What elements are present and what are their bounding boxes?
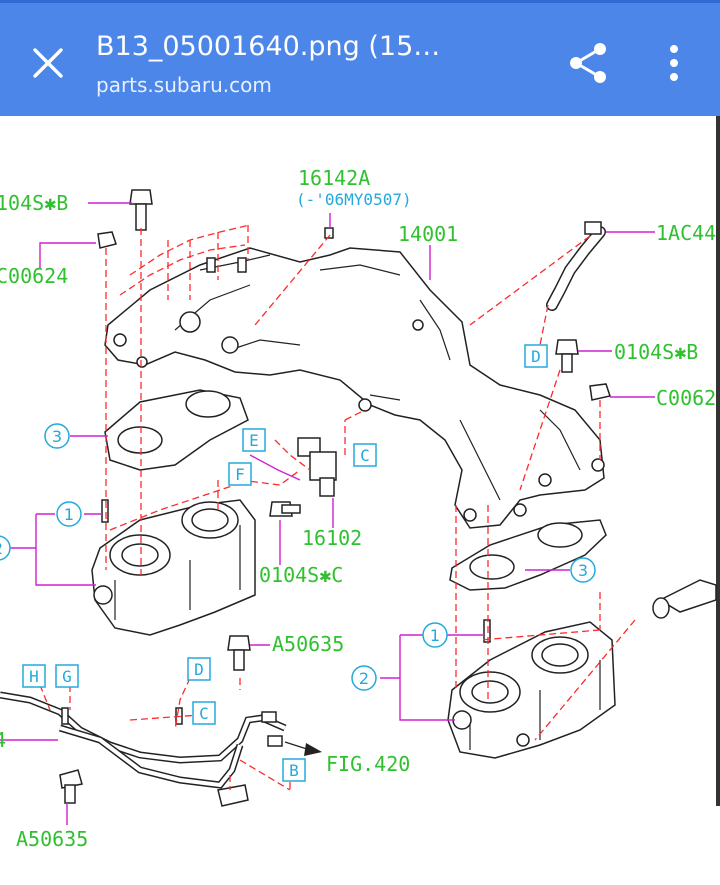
label-c00624-left: C00624 <box>0 264 68 288</box>
label-16102: 16102 <box>302 526 362 550</box>
callout-h: H <box>29 667 39 686</box>
injector-right <box>652 579 717 619</box>
label-c0062-right: C0062 <box>656 386 716 410</box>
close-icon <box>33 48 63 78</box>
fig420-arrow <box>284 741 322 756</box>
callout-3-left: 3 <box>52 427 62 446</box>
page-url: parts.subaru.com <box>96 73 272 97</box>
label-06my0507: (-'06MY0507) <box>296 190 412 209</box>
parts-diagram-image[interactable]: 104S✱B C00624 16142A (-'06MY0507) 14001 … <box>0 116 720 881</box>
lower-intake-left <box>91 499 256 636</box>
intake-manifold <box>104 247 605 529</box>
lower-intake-right <box>447 621 616 759</box>
hose-1ac44 <box>546 221 606 311</box>
more-vert-icon <box>670 45 678 81</box>
number-callouts: 3 1 2 3 1 2 <box>0 423 596 691</box>
callout-d: D <box>531 347 541 366</box>
part-labels: 104S✱B C00624 16142A (-'06MY0507) 14001 … <box>0 166 716 851</box>
sensor-16102 <box>297 437 337 497</box>
more-options-button[interactable] <box>652 39 696 89</box>
share-icon <box>570 43 606 83</box>
label-0104sc: 0104S✱C <box>259 563 343 587</box>
label-left-4: 4 <box>0 728 6 752</box>
solid-leaders <box>0 202 655 825</box>
fuel-pipe-assembly <box>0 691 287 807</box>
bolts <box>59 189 611 804</box>
callout-2-right: 2 <box>359 669 369 688</box>
gasket-right <box>449 519 607 591</box>
page-title: B13_05001640.png (15… <box>96 31 441 62</box>
callout-c-bottom: C <box>199 704 209 723</box>
letter-callouts: E F C D H G D C B <box>22 344 548 782</box>
label-16142a: 16142A <box>298 166 370 190</box>
label-a50635-mid: A50635 <box>272 632 344 656</box>
callout-e: E <box>249 431 259 450</box>
callout-c: C <box>360 446 370 465</box>
callout-d-bottom: D <box>194 660 204 679</box>
callout-f: F <box>235 465 245 484</box>
close-button[interactable] <box>22 37 74 89</box>
callout-g: G <box>62 667 72 686</box>
label-0104sb-left: 104S✱B <box>0 191 68 215</box>
callout-b: B <box>289 761 299 780</box>
label-fig420: FIG.420 <box>326 752 410 776</box>
parts-diagram: 104S✱B C00624 16142A (-'06MY0507) 14001 … <box>0 116 720 881</box>
label-1ac44: 1AC44 <box>656 221 716 245</box>
callout-1-left: 1 <box>64 505 74 524</box>
label-0104sb-right: 0104S✱B <box>614 340 698 364</box>
share-button[interactable] <box>564 39 614 89</box>
label-14001: 14001 <box>398 222 458 246</box>
app-bar: B13_05001640.png (15… parts.subaru.com <box>0 0 720 116</box>
label-a50635-bot: A50635 <box>16 827 88 851</box>
callout-2-left: 2 <box>0 539 3 558</box>
callout-1-right: 1 <box>430 626 440 645</box>
callout-3-right: 3 <box>578 561 588 580</box>
